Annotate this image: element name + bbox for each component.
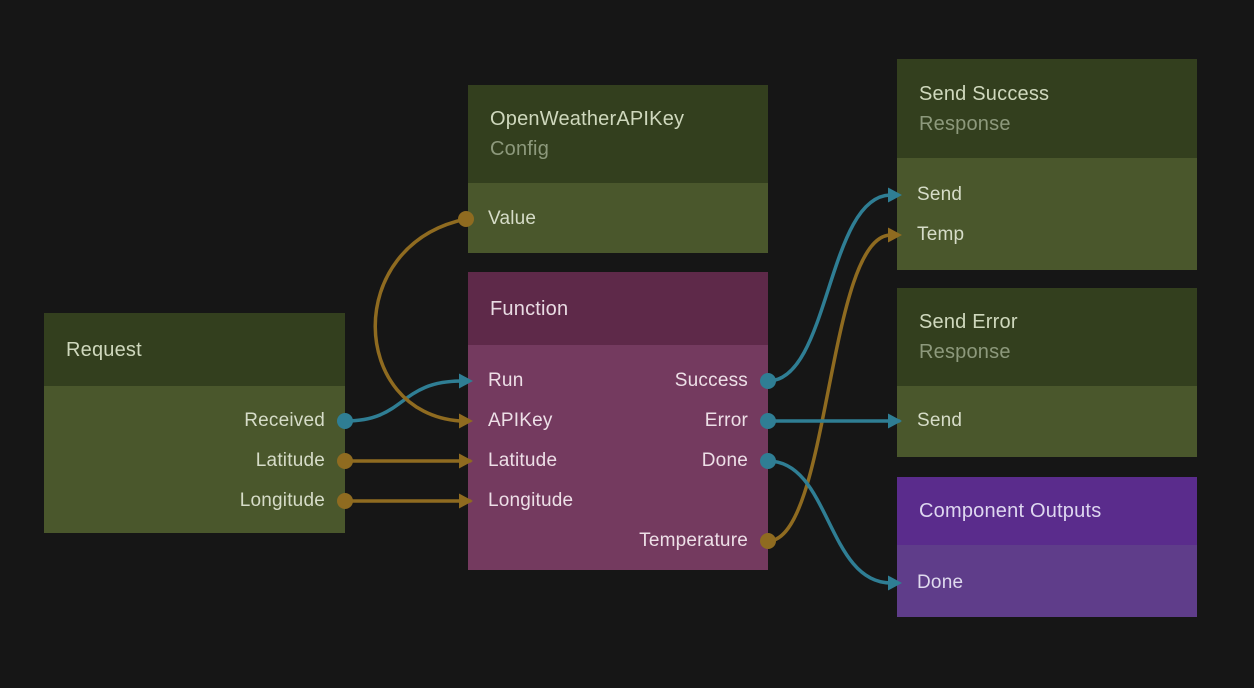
edge-function-done-to-component-outputs-done[interactable] xyxy=(766,459,893,585)
edge-function-temperature-to-send-success-temp[interactable] xyxy=(766,233,893,543)
port-label-openweatherapikey-value[interactable]: Value xyxy=(488,208,537,229)
port-label-request-latitude[interactable]: Latitude xyxy=(255,450,325,471)
port-label-function-success[interactable]: Success xyxy=(674,370,748,391)
port-label-request-longitude[interactable]: Longitude xyxy=(239,490,325,511)
node-title-request: Request xyxy=(66,338,142,361)
edge-request-received-to-function-run[interactable] xyxy=(343,379,464,423)
edge-openweatherapikey-value-to-function-apikey[interactable] xyxy=(373,217,468,423)
port-label-function-temperature[interactable]: Temperature xyxy=(639,530,748,551)
port-label-send-error-send[interactable]: Send xyxy=(917,410,963,431)
port-label-request-received[interactable]: Received xyxy=(244,410,325,431)
node-title-function: Function xyxy=(490,297,569,320)
node-title-send-error: Send Error xyxy=(919,311,1018,333)
port-label-function-done[interactable]: Done xyxy=(701,450,748,471)
port-label-send-success-temp[interactable]: Temp xyxy=(917,224,965,245)
node-header-function[interactable]: Function xyxy=(468,272,768,345)
port-label-function-error[interactable]: Error xyxy=(704,410,748,431)
node-title-send-success: Send Success xyxy=(919,82,1050,105)
node-title-component-outputs: Component Outputs xyxy=(919,500,1102,522)
port-label-component-outputs-done[interactable]: Done xyxy=(917,572,964,593)
port-label-function-apikey[interactable]: APIKey xyxy=(488,410,553,431)
port-label-send-success-send[interactable]: Send xyxy=(917,184,963,205)
port-label-function-latitude[interactable]: Latitude xyxy=(488,450,558,471)
node-subtitle-send-success: Response xyxy=(919,112,1011,135)
port-label-function-longitude[interactable]: Longitude xyxy=(488,490,574,511)
node-header-request[interactable]: Request xyxy=(44,313,345,386)
node-subtitle-openweatherapikey: Config xyxy=(490,138,550,160)
node-title-openweatherapikey: OpenWeatherAPIKey xyxy=(490,108,685,130)
node-header-component-outputs[interactable]: Component Outputs xyxy=(897,477,1197,545)
port-label-function-run[interactable]: Run xyxy=(488,370,524,391)
node-subtitle-send-error: Response xyxy=(919,341,1011,363)
edge-function-success-to-send-success-send[interactable] xyxy=(766,193,893,383)
